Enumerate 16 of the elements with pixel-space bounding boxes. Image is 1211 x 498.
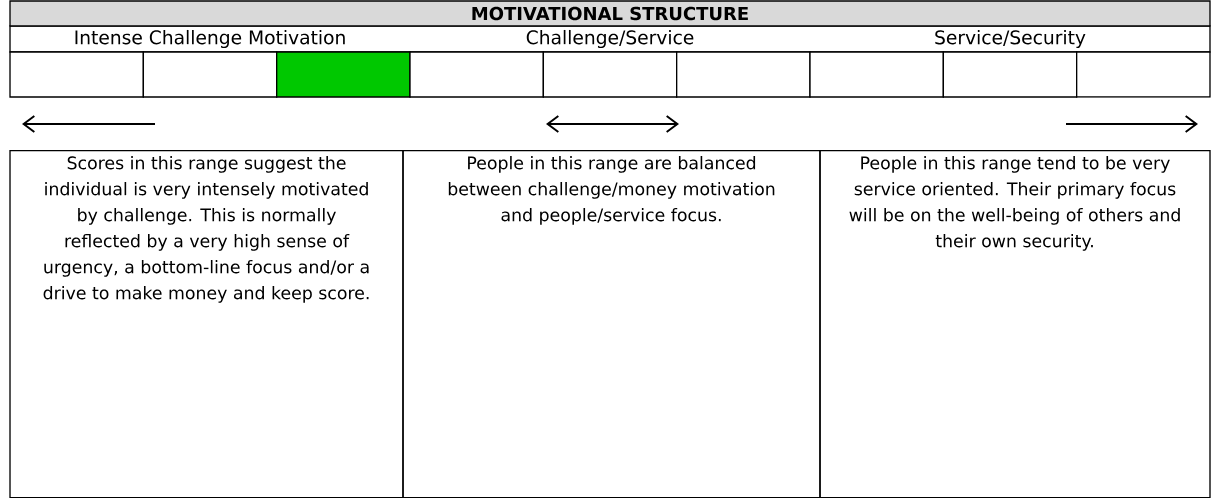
scale-cell — [809, 51, 944, 98]
scale-cell — [276, 51, 411, 98]
scale-cell — [542, 51, 678, 98]
scale-cell — [942, 51, 1078, 98]
scale-cell — [9, 51, 144, 98]
description-box: Scores in this range suggest the individual is very intensely motivated by challenge. This is normally reflected by a very high sense of urgency, a bottom-line focus and/or a drive to make money and keep score. — [9, 150, 404, 498]
scale-cell — [1076, 51, 1211, 98]
scale-cell — [409, 51, 544, 98]
title-bar: MOTIVATIONAL STRUCTURE — [9, 0, 1211, 27]
scale-cell — [142, 51, 278, 98]
range-heading: Service/Security — [935, 29, 1086, 49]
description-box: People in this range are balanced between challenge/money motivation and people/service focus. — [402, 150, 821, 498]
range-heading: Intense Challenge Motivation — [75, 29, 345, 49]
range-heading: Challenge/Service — [526, 29, 694, 49]
description-box: People in this range tend to be very service oriented. Their primary focus will be on the well-being of others and their own security. — [819, 150, 1211, 498]
scale-cell — [676, 51, 811, 98]
